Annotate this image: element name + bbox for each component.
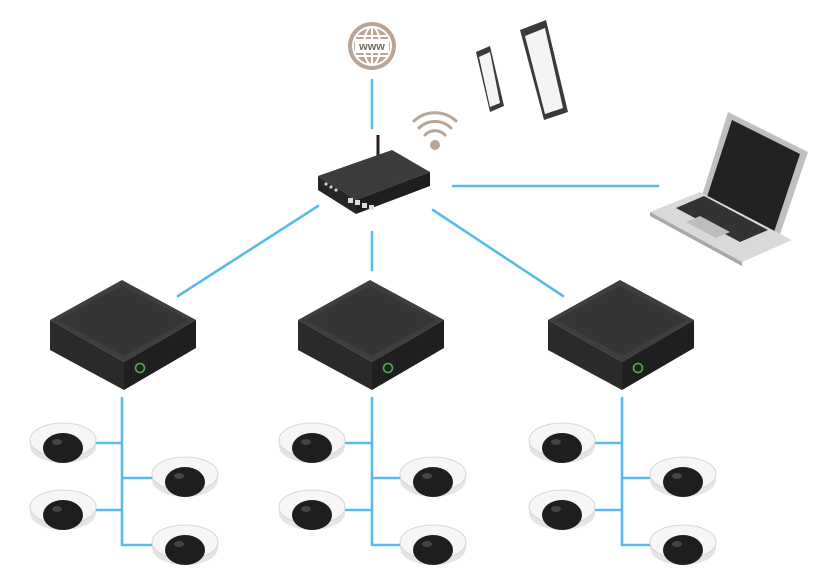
link-router-recorder-1 <box>176 204 320 298</box>
dome-camera-icon <box>528 422 596 464</box>
router-icon <box>318 135 430 214</box>
camera-bus-3 <box>594 396 652 547</box>
recorder-box-icon <box>298 280 444 390</box>
dome-camera-icon <box>528 489 596 531</box>
wifi-icon <box>412 111 458 150</box>
dome-camera-icon <box>29 422 97 464</box>
dome-camera-icon <box>278 489 346 531</box>
dome-camera-icon <box>399 524 467 566</box>
camera-bus-1 <box>94 396 154 547</box>
connection-lines <box>94 78 660 547</box>
laptop-icon <box>650 112 808 266</box>
tablet-icon <box>520 20 568 120</box>
recorder-1 <box>50 280 196 390</box>
recorder-box-icon <box>50 280 196 390</box>
recorder-box-icon <box>548 280 694 390</box>
recorder-2 <box>298 280 444 390</box>
dome-camera-icon <box>29 489 97 531</box>
www-label: www <box>358 41 385 53</box>
recorder-3 <box>548 280 694 390</box>
link-router-recorder-3 <box>431 208 565 298</box>
camera-bus-2 <box>344 396 402 547</box>
dome-camera-icon <box>649 456 717 498</box>
dome-camera-icon <box>399 456 467 498</box>
dome-camera-icon <box>151 456 219 498</box>
globe-icon: www <box>348 22 396 70</box>
smartphone-icon <box>476 46 504 112</box>
dome-camera-icon <box>278 422 346 464</box>
dome-camera-icon <box>649 524 717 566</box>
dome-camera-icon <box>151 524 219 566</box>
